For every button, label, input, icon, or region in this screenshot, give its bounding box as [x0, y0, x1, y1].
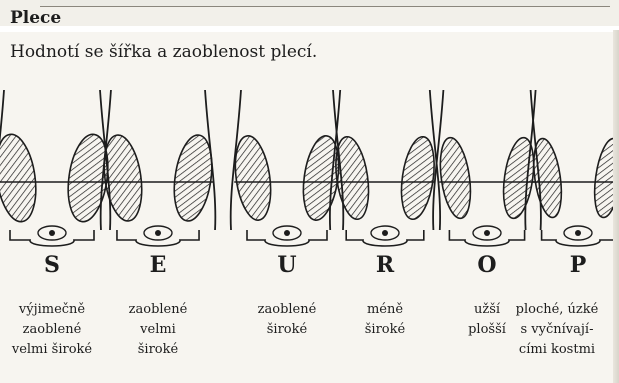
- left-shoulder-muscle: [230, 134, 275, 223]
- grade-letter-r: R: [335, 252, 435, 278]
- tail-root-dot: [49, 230, 55, 236]
- page-gap: [0, 26, 619, 32]
- right-shoulder-muscle: [169, 133, 217, 224]
- description-line: ploché, úzké: [502, 300, 612, 320]
- grade-letter-o: O: [437, 252, 537, 278]
- grade-letter-s: S: [2, 252, 102, 278]
- description-line: široké: [103, 340, 213, 360]
- description-line: velmi široké: [0, 340, 107, 360]
- description-line: méně: [330, 300, 440, 320]
- description-line: široké: [330, 320, 440, 340]
- grade-letter-e: E: [108, 252, 208, 278]
- left-shoulder-muscle: [99, 133, 147, 224]
- shoulder-figure-s: [0, 90, 113, 246]
- description-line: výjimečně: [0, 300, 107, 320]
- shoulder-diagram: [0, 80, 619, 250]
- shoulder-figure-p: [525, 90, 619, 246]
- shoulder-figure-e: [99, 90, 217, 246]
- section-subtitle: Hodnotí se šířka a zaoblenost plecí.: [10, 42, 317, 62]
- shoulder-figure-r: [330, 90, 440, 246]
- left-shoulder-muscle: [529, 137, 565, 219]
- right-shoulder-muscle: [499, 136, 538, 221]
- description-line: zaoblené: [232, 300, 342, 320]
- page-shadow: [613, 30, 619, 383]
- shoulder-figure-u: [230, 90, 343, 246]
- tail-root-dot: [284, 230, 290, 236]
- section-title: Plece: [10, 8, 61, 28]
- tail-root-dot: [575, 230, 581, 236]
- grade-letter-u: U: [237, 252, 337, 278]
- tail-root-dot: [484, 230, 490, 236]
- description-line: zaoblené: [103, 300, 213, 320]
- left-shoulder-muscle: [436, 136, 475, 221]
- description-line: s vyčnívají-: [502, 320, 612, 340]
- description-line: široké: [232, 320, 342, 340]
- page-edge: [40, 0, 610, 7]
- left-shoulder-muscle: [331, 135, 373, 222]
- description-line: velmi: [103, 320, 213, 340]
- tail-root-dot: [155, 230, 161, 236]
- grade-letter-p: P: [528, 252, 619, 278]
- tail-root-dot: [382, 230, 388, 236]
- description-line: cími kostmi: [502, 340, 612, 360]
- left-shoulder-muscle: [0, 132, 41, 224]
- description-line: zaoblené: [0, 320, 107, 340]
